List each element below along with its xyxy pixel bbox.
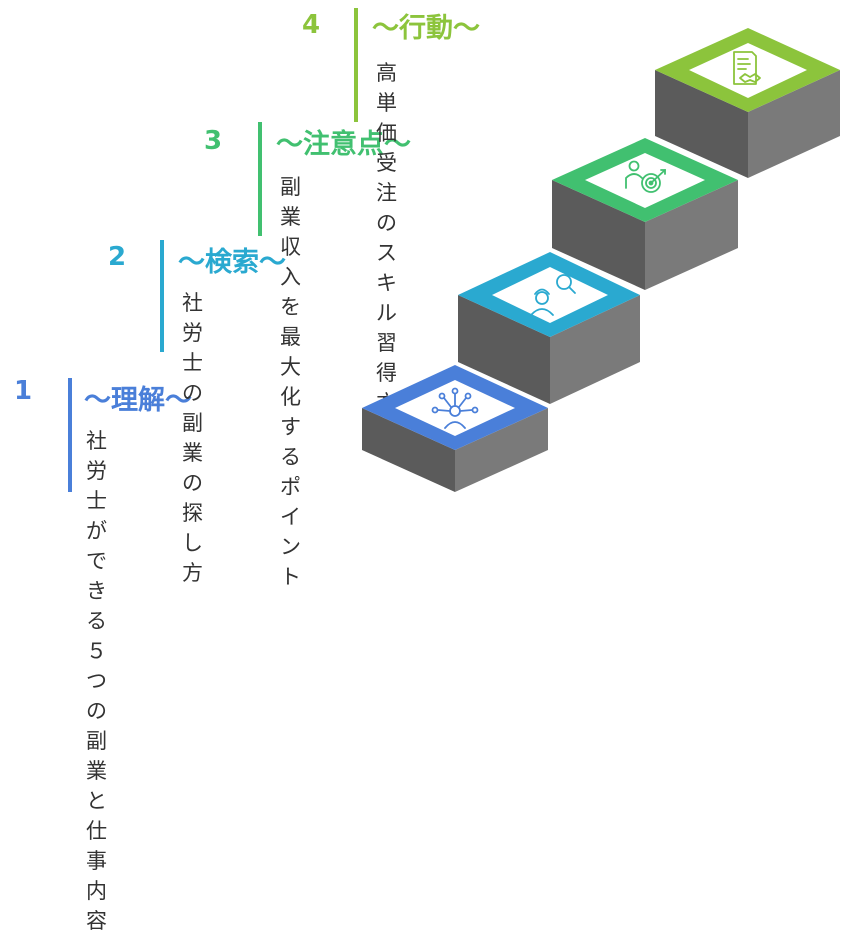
step-1-description: 社労士ができる５つ の副業と仕事内容 [86,429,107,933]
step-3-number: 3 [204,126,223,156]
step-1-riser-side [455,408,548,492]
step-3-divider [258,122,262,236]
contract-handshake-icon [733,51,761,85]
step-4-number: 4 [302,10,321,40]
step-1-tile [362,365,548,450]
step-1-number: 1 [14,376,33,406]
step-4-tile-face [689,43,807,98]
step-3-title: 〜注意点〜 [276,129,411,160]
step-2-divider [160,240,164,352]
target-person-icon [625,160,666,193]
step-4-title: 〜行動〜 [372,13,480,44]
step-2-tile-face [492,267,608,323]
step-2-riser-side [550,295,640,404]
step-3-tile [552,138,738,222]
step-3-tile-face [585,153,705,208]
step-1-tile-face [395,380,515,436]
step-3-description: 副業収入を最大化 するポイント [280,175,301,589]
step-4-riser-side [748,70,840,178]
step-2-riser-front [458,295,550,404]
step-2-tile [458,252,640,337]
step-2-title: 〜検索〜 [178,247,286,278]
step-1-divider [68,378,72,492]
step-2-number: 2 [108,242,127,272]
step-3-riser-side [645,180,738,290]
step-4-divider [354,8,358,122]
step-3-riser-front [552,180,645,290]
step-4-riser-front [655,70,748,178]
step-1-riser-front [362,408,455,492]
step-4-tile [655,28,840,112]
staircase-graphic [362,28,840,492]
staircase-risers [362,70,840,492]
person-search-icon [530,274,576,316]
step-1-title: 〜理解〜 [84,385,192,416]
network-person-icon [431,387,479,429]
